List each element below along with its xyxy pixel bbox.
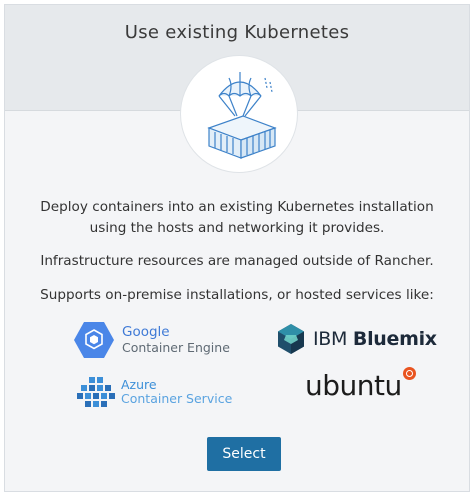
google-container-engine-icon: [74, 322, 114, 358]
description-deploy: Deploy containers into an existing Kuber…: [5, 197, 469, 239]
provider-ibm-bluemix: IBM Bluemix: [275, 323, 437, 355]
ibm-product: Bluemix: [352, 328, 437, 350]
description-line1: Deploy containers into an existing Kuber…: [40, 199, 434, 236]
gke-label: Google Container Engine: [122, 324, 230, 356]
ubuntu-circle-of-friends-icon: [402, 367, 416, 380]
ubuntu-wordmark: ubuntu: [305, 369, 402, 402]
provider-ubuntu: ubuntu: [305, 367, 416, 402]
description-supports: Supports on-premise installations, or ho…: [40, 287, 434, 303]
parachute-container-icon: [207, 72, 277, 159]
provider-google-container-engine: Google Container Engine: [74, 321, 230, 359]
hero-illustration: [180, 55, 298, 173]
card-title: Use existing Kubernetes: [124, 22, 350, 43]
select-button[interactable]: Select: [207, 437, 281, 471]
ibm-label: IBM Bluemix: [313, 328, 437, 350]
azure-product: Container Service: [121, 391, 233, 406]
description-infrastructure: Infrastructure resources are managed out…: [40, 253, 434, 269]
ibm-bluemix-icon: [278, 324, 304, 354]
kubernetes-option-card: Use existing Kubernetes: [4, 4, 470, 492]
gke-brand: Google: [122, 324, 170, 340]
ibm-brand: IBM: [313, 328, 348, 350]
azure-label: Azure Container Service: [121, 378, 232, 406]
azure-brand: Azure: [121, 377, 157, 392]
azure-container-service-icon: [77, 377, 115, 407]
gke-product: Container Engine: [122, 340, 230, 355]
provider-azure-container-service: Azure Container Service: [77, 377, 232, 407]
